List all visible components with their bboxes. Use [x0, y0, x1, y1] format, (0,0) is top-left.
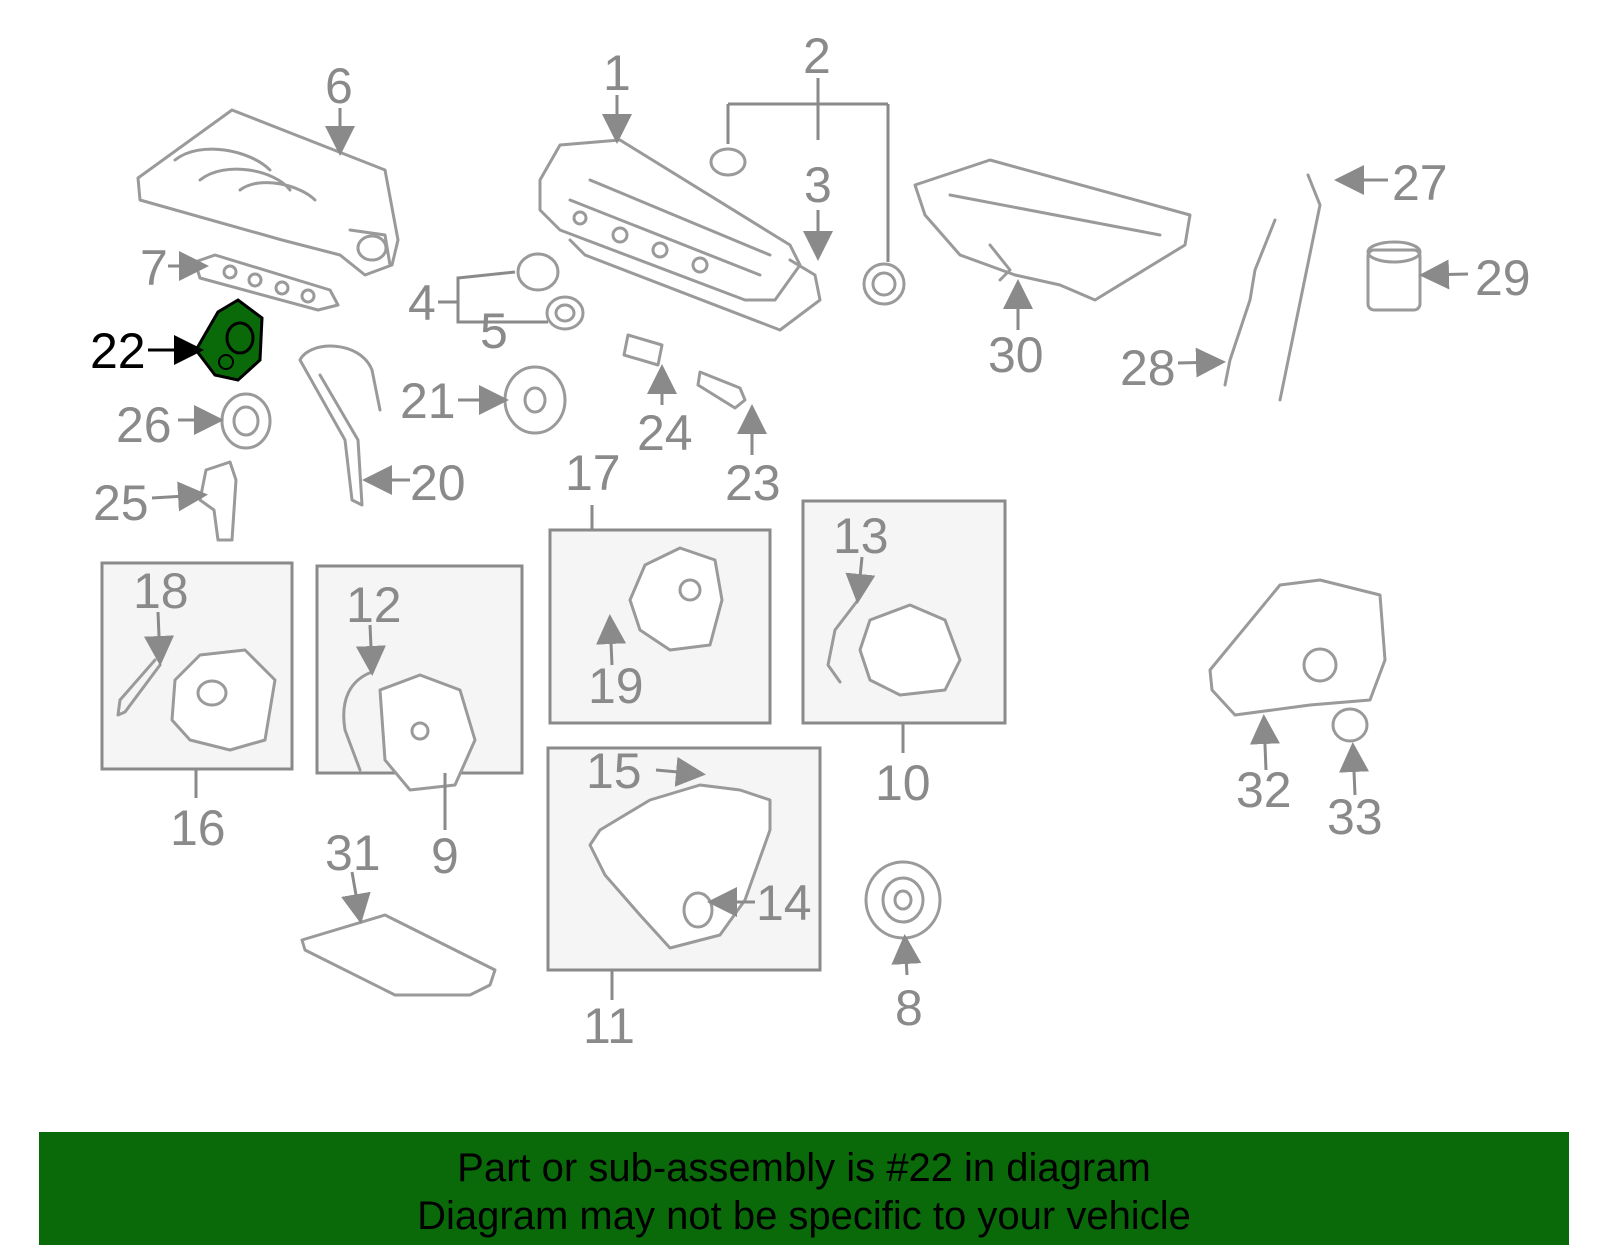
callout-31: 31: [325, 825, 381, 881]
timing-cover-17-part: [628, 546, 724, 652]
cover-seal-13-part: [826, 598, 860, 684]
splash-shield-part: [300, 913, 497, 997]
cap-seal-part: [545, 295, 585, 331]
timing-cover-10-part: [858, 603, 962, 697]
cover-seal-part: [116, 658, 162, 717]
oil-filter-part: [1366, 240, 1422, 312]
bolt-part: [696, 370, 747, 410]
callout-20: 20: [410, 455, 466, 511]
dipstick-part: [1278, 173, 1322, 402]
callout-29: 29: [1475, 250, 1531, 306]
callout-7: 7: [140, 240, 168, 296]
callout-17: 17: [565, 445, 621, 501]
spark-plug-seal-part: [862, 262, 906, 306]
bushing-part: [622, 333, 664, 367]
tensioner-part-highlighted: [194, 298, 264, 382]
bracket-part: [198, 460, 238, 542]
callout-3: 3: [804, 157, 832, 213]
callout-2: 2: [803, 28, 831, 84]
valve-cover-gasket-part: [568, 238, 822, 332]
callout-23: 23: [725, 455, 781, 511]
callout-26: 26: [116, 397, 172, 453]
banner-line-part-number: Part or sub-assembly is #22 in diagram: [457, 1146, 1151, 1190]
oil-pump-cover-part: [1331, 707, 1369, 743]
callout-11: 11: [583, 998, 635, 1054]
callout-8: 8: [895, 980, 923, 1036]
callout-12: 12: [346, 577, 402, 633]
leader-lines: [144, 78, 1469, 1000]
callout-25: 25: [93, 475, 149, 531]
manifold-gasket-part: [193, 253, 340, 312]
intake-manifold-part: [136, 108, 400, 277]
callout-18: 18: [133, 563, 189, 619]
idler-pulley-part: [220, 392, 272, 450]
crankshaft-pulley-part: [864, 860, 942, 940]
callout-9: 9: [431, 828, 459, 884]
valve-cover-part: [538, 138, 802, 302]
callout-22: 22: [90, 323, 146, 379]
callout-30: 30: [988, 327, 1044, 383]
info-banner: Part or sub-assembly is #22 in diagram D…: [39, 1132, 1569, 1245]
spark-plug-seal-part: [709, 147, 747, 177]
oil-pan-part: [913, 158, 1192, 302]
callout-19: 19: [588, 658, 644, 714]
callout-28: 28: [1120, 340, 1176, 396]
oil-pump-assembly-part: [1208, 578, 1387, 717]
parts-diagram: 1 2 3 4 5 6 7 8 9 10 11 12 13 14 15 16 1…: [90, 28, 1531, 1054]
callout-15: 15: [586, 743, 642, 799]
callout-32: 32: [1236, 762, 1292, 818]
callout-14: 14: [756, 875, 812, 931]
callout-10: 10: [875, 755, 931, 811]
callout-4: 4: [408, 275, 436, 331]
dipstick-tube-part: [1223, 218, 1277, 387]
callout-24: 24: [637, 405, 693, 461]
callout-6: 6: [325, 58, 353, 114]
callout-33: 33: [1327, 789, 1383, 845]
oil-filler-cap-part: [516, 252, 560, 292]
callout-1: 1: [603, 45, 631, 101]
callout-16: 16: [170, 800, 226, 856]
camshaft-pulley-part: [503, 365, 567, 435]
callout-21: 21: [400, 373, 456, 429]
banner-line-disclaimer: Diagram may not be specific to your vehi…: [417, 1194, 1191, 1238]
callout-27: 27: [1392, 155, 1448, 211]
timing-belt-part: [298, 344, 382, 507]
callout-13: 13: [833, 508, 889, 564]
callout-5: 5: [480, 303, 508, 359]
